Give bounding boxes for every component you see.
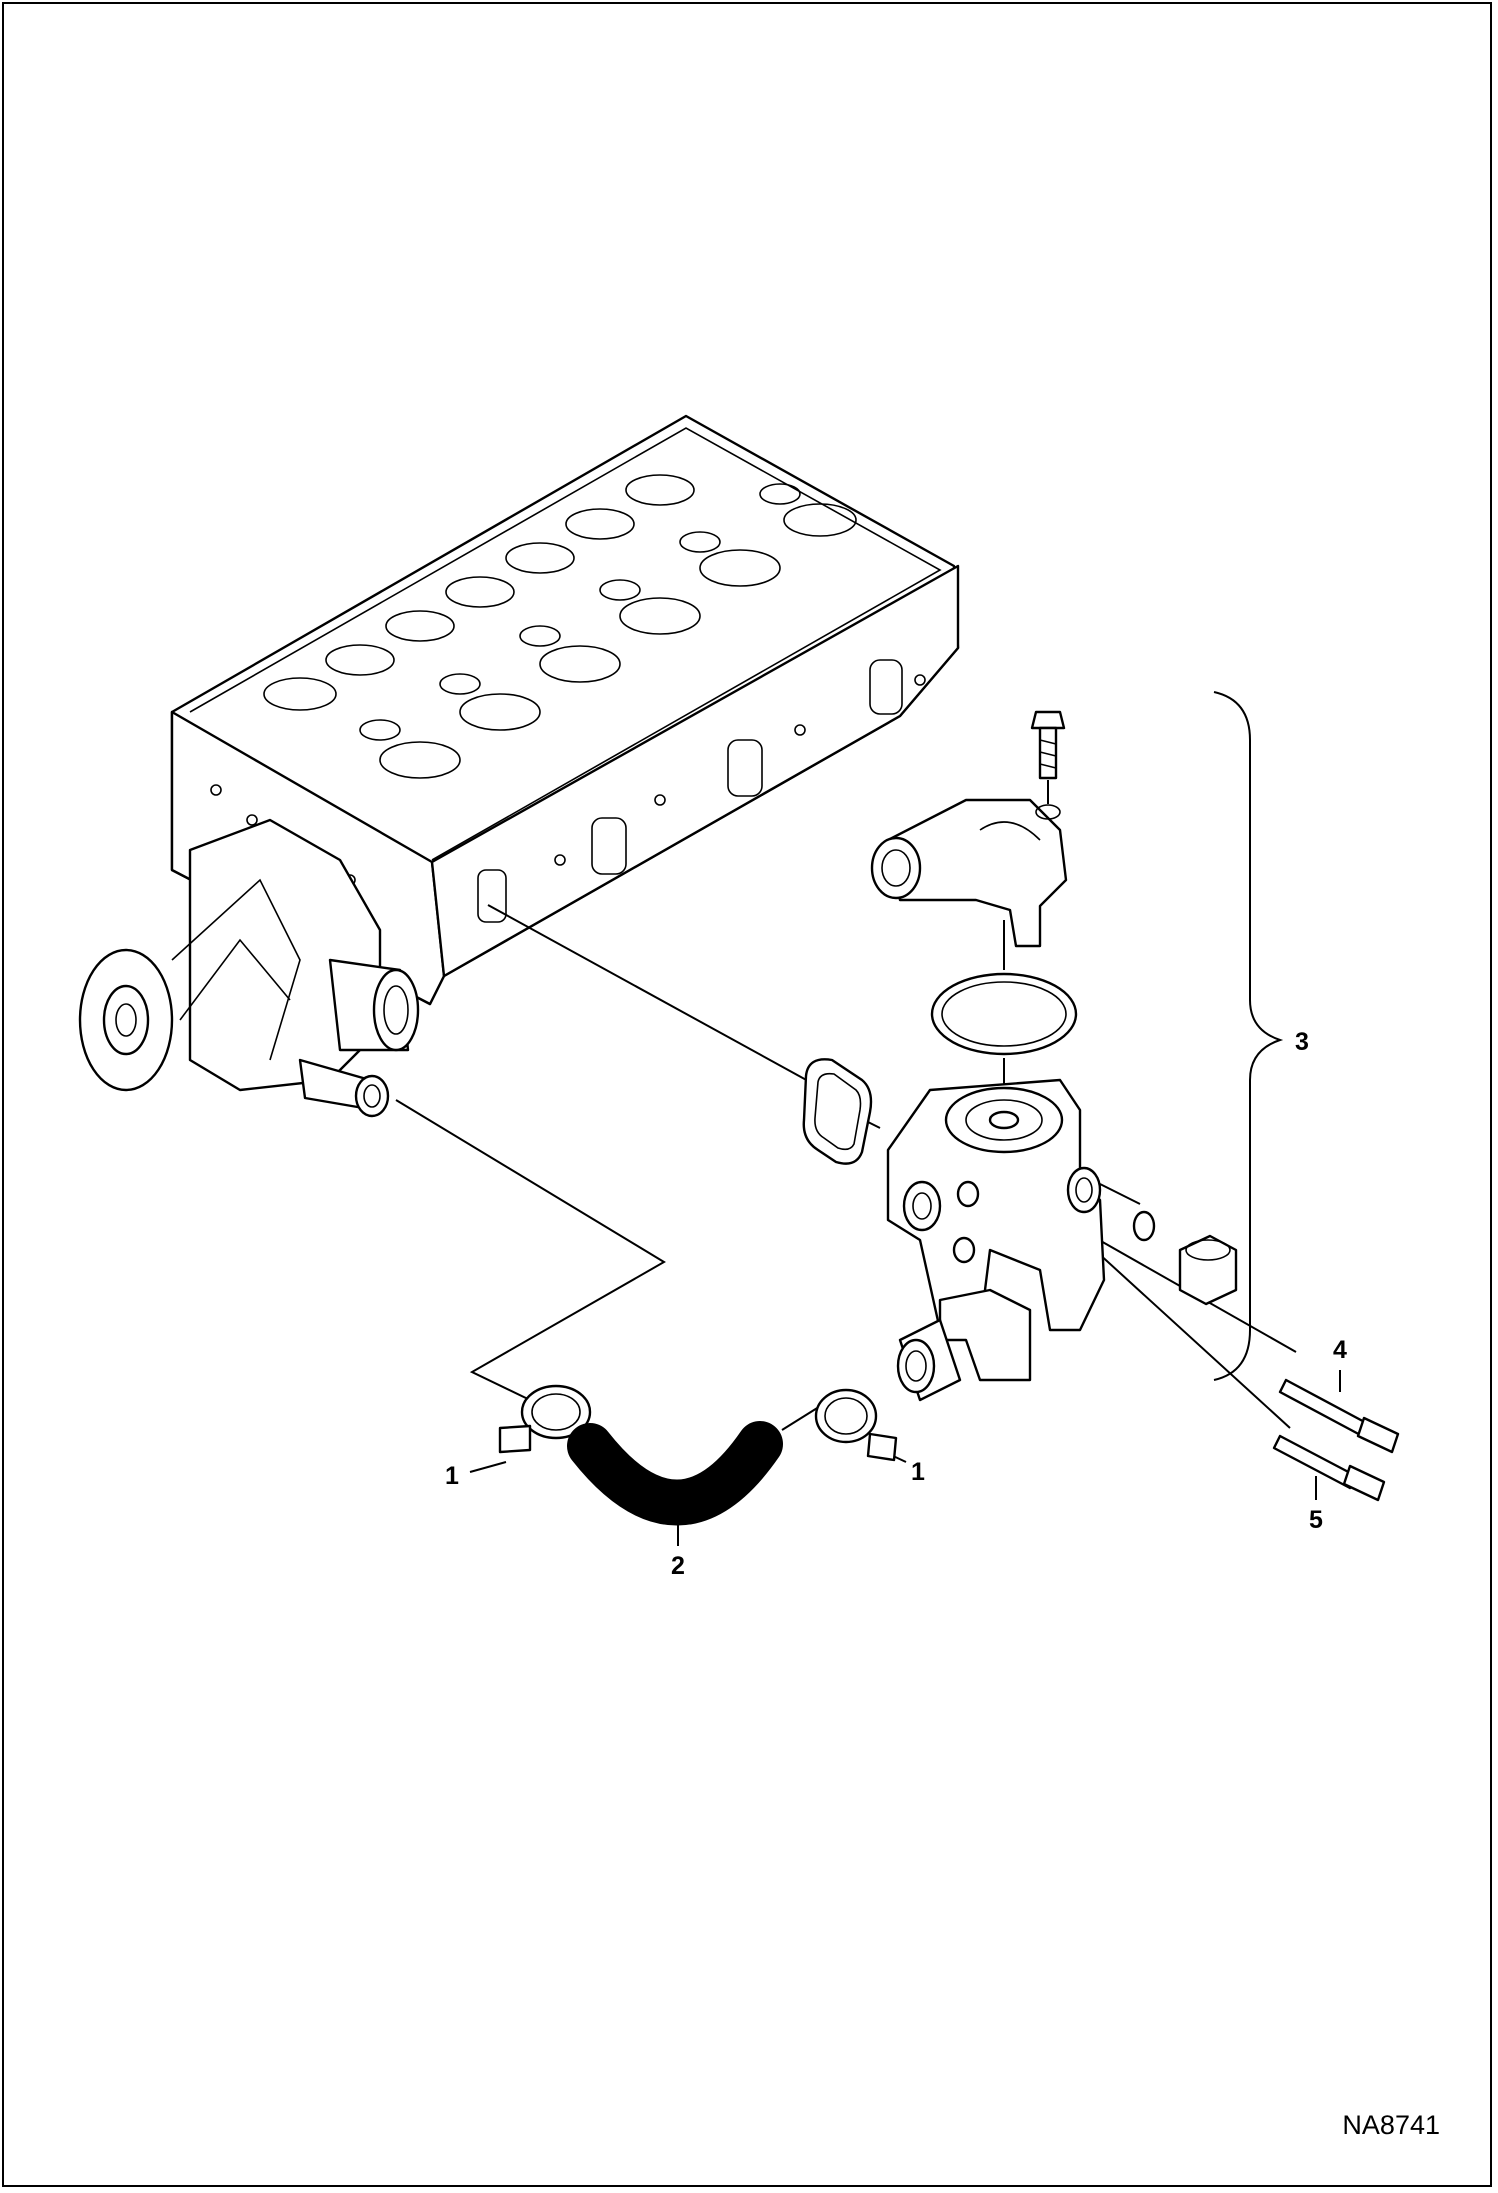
thermostat-seal	[930, 972, 1078, 1056]
bolt-5	[1272, 1434, 1386, 1502]
assembly-bracket	[1213, 691, 1284, 1381]
callout-3: 3	[1295, 1028, 1309, 1056]
callout-5: 5	[1309, 1506, 1323, 1534]
thermostat-housing	[886, 1078, 1106, 1402]
cover-bolt	[1030, 710, 1066, 780]
thermostat-cover	[870, 798, 1068, 948]
hose-clamp-right	[814, 1388, 898, 1462]
callout-2: 2	[671, 1552, 685, 1580]
hose-clamp-left	[498, 1384, 592, 1454]
housing-gasket	[802, 1058, 873, 1165]
callout-4: 4	[1333, 1336, 1347, 1364]
drawing-code: NA8741	[1342, 2110, 1440, 2140]
coolant-hose	[567, 1421, 783, 1526]
callout-1-right: 1	[911, 1458, 925, 1486]
bolt-4	[1278, 1378, 1400, 1454]
drain-plug	[1132, 1210, 1238, 1306]
callout-1-left: 1	[445, 1462, 459, 1490]
water-pump	[78, 818, 420, 1118]
